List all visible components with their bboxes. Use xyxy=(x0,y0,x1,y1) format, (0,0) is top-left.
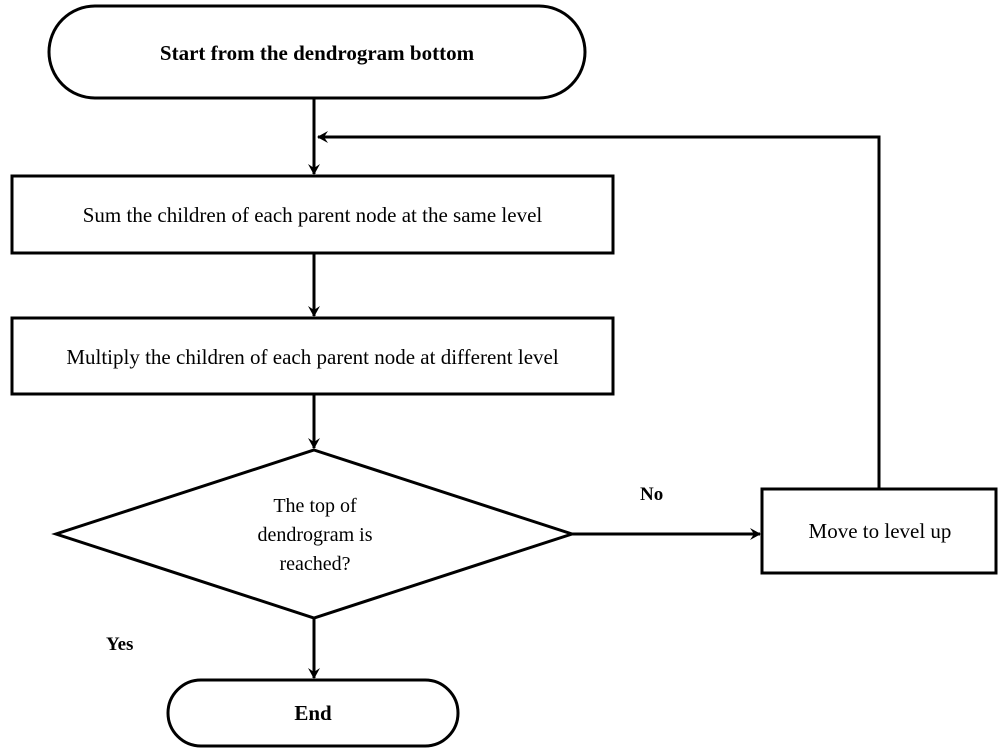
yes-branch-label: Yes xyxy=(106,634,134,655)
multiply-label: Multiply the children of each parent nod… xyxy=(66,344,559,369)
no-branch-label: No xyxy=(640,484,664,505)
move-label: Move to level up xyxy=(808,518,952,543)
sum-label: Sum the children of each parent node at … xyxy=(82,202,543,227)
end-terminator-shape xyxy=(166,678,460,748)
end-label: End xyxy=(294,700,332,725)
decision-label: The top of dendrogram is reached? xyxy=(257,494,373,575)
arrow-loop-back xyxy=(317,131,881,489)
start-label: Start from the dendrogram bottom xyxy=(159,40,475,65)
multiply-process-shape xyxy=(10,316,615,396)
sum-process-shape xyxy=(10,174,615,255)
start-terminator-shape xyxy=(47,4,587,100)
